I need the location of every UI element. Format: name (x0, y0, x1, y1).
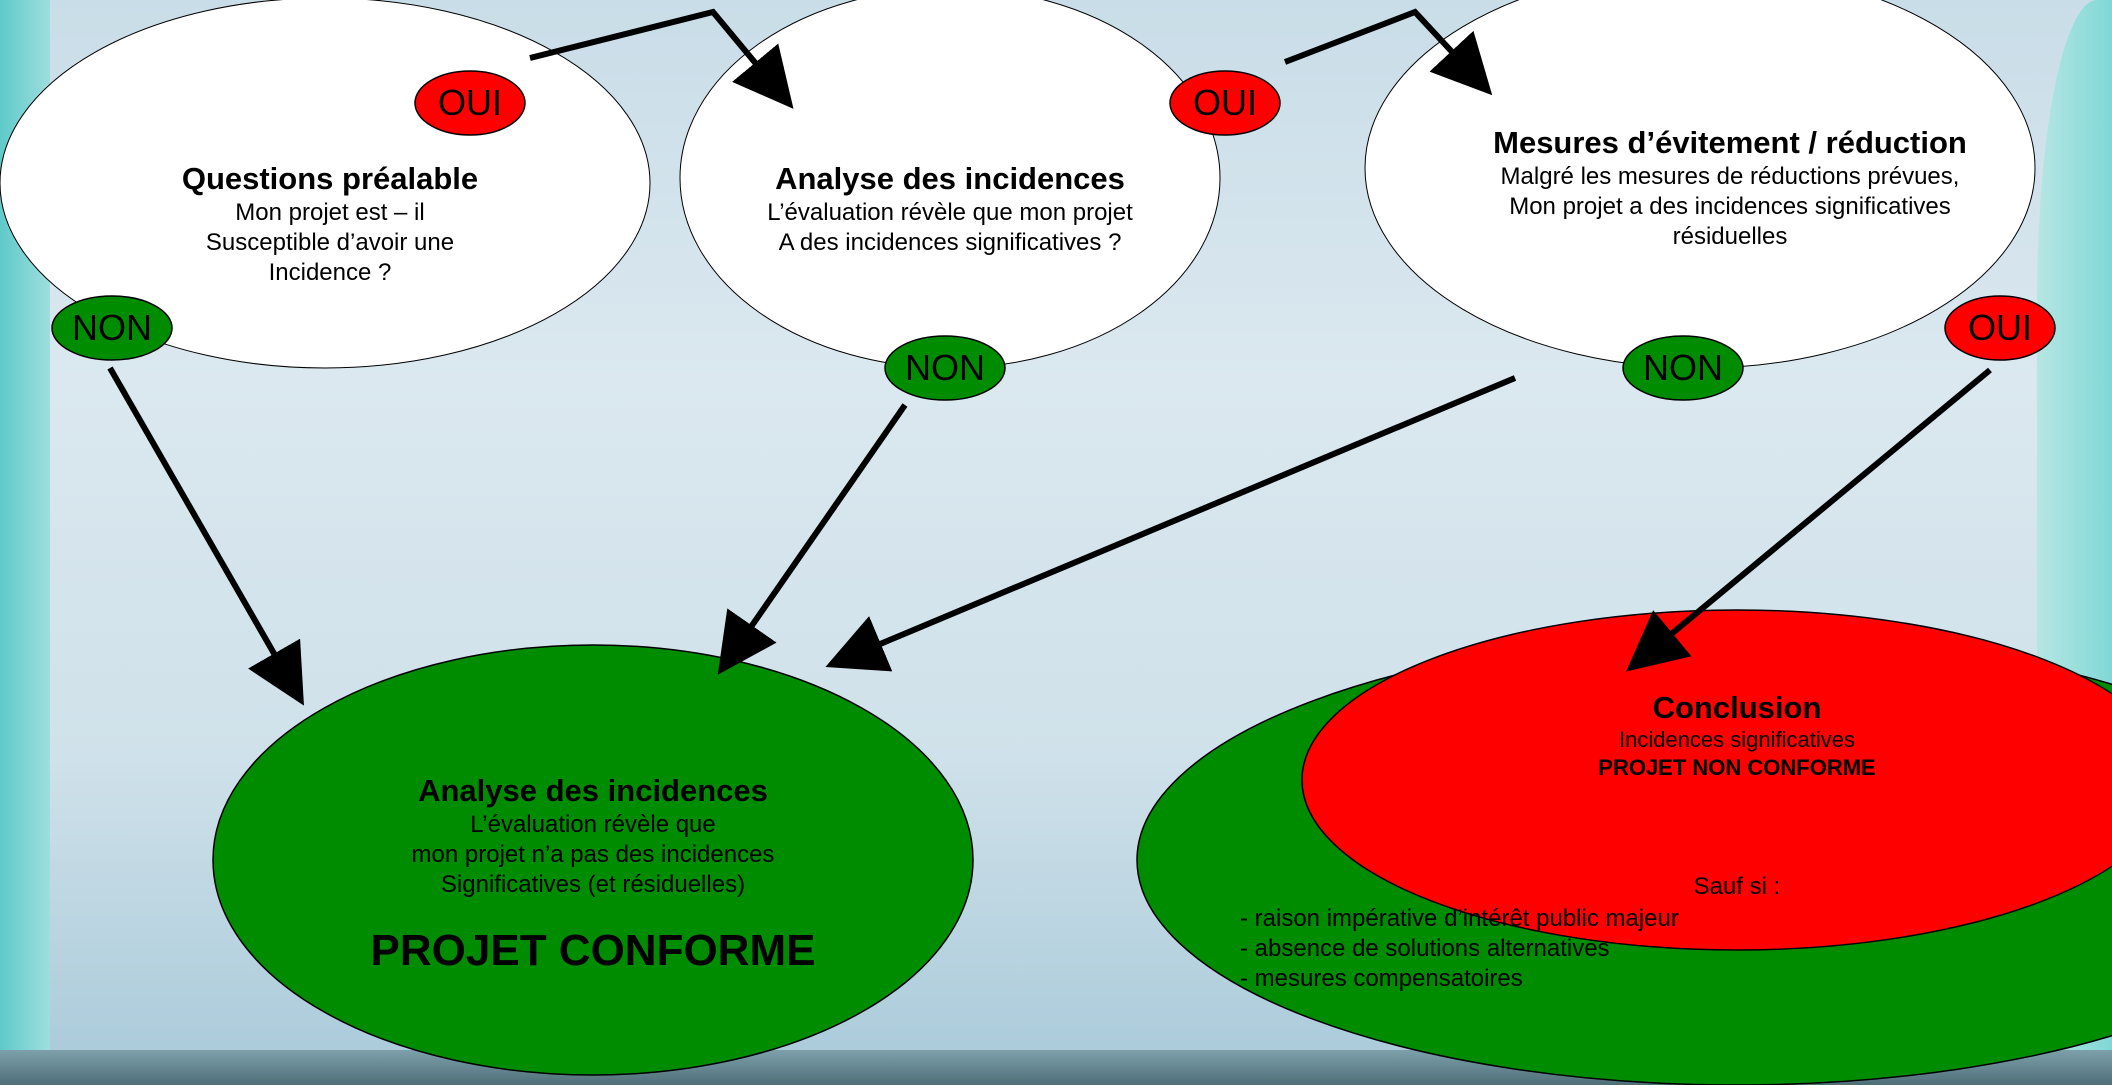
conclusion-title: Conclusion (1652, 690, 1822, 725)
exceptions-list: - raison impérative d’intérêt public maj… (1240, 904, 1840, 994)
node-questions-prealable-text: Questions préalable Mon projet est – il … (80, 160, 580, 288)
node2-line-1: L’évaluation révèle que mon projet (767, 199, 1133, 226)
arrow-non-2-to-conforme (717, 403, 908, 675)
node3-line-1: Malgré les mesures de réductions prévues… (1500, 163, 1960, 190)
arrow-oui-2-to-3 (1283, 8, 1493, 96)
node-analyse-incidences-text: Analyse des incidences L’évaluation révè… (700, 160, 1200, 258)
conclusion-line-1: Incidences significatives (1618, 727, 1855, 752)
result-ok-verdict: PROJET CONFORME (370, 926, 816, 975)
conclusion-verdict: PROJET NON CONFORME (1598, 755, 1876, 780)
arrow-non-1-to-conforme (107, 366, 304, 706)
exception-item-2: - absence de solutions alternatives (1240, 935, 1610, 962)
badge-non-2 (884, 335, 1006, 401)
arrow-non-3-to-conforme (825, 375, 1517, 672)
badge-non-1 (51, 295, 173, 361)
node3-title: Mesures d’évitement / réduction (1493, 125, 1967, 160)
badge-non-2-label: NON (905, 347, 985, 388)
result-ok-line-1: L’évaluation révèle que (470, 811, 716, 838)
badge-non-3-label: NON (1643, 347, 1723, 388)
badge-non-1-label: NON (72, 307, 152, 348)
exceptions-block: Sauf si : (1437, 872, 2037, 902)
node1-line-2: Susceptible d’avoir une (205, 229, 455, 256)
arrow-oui-3-to-non-conforme (1626, 367, 1992, 672)
result-ok-title: Analyse des incidences (418, 773, 768, 808)
node1-line-3: Incidence ? (268, 259, 392, 286)
node2-title: Analyse des incidences (775, 161, 1125, 196)
badge-oui-3 (1944, 295, 2056, 361)
result-ok-line-3: Significatives (et résiduelles) (440, 871, 746, 898)
node2-line-2: A des incidences significatives ? (778, 229, 1122, 256)
node1-title: Questions préalable (181, 161, 479, 196)
badge-oui-1-label: OUI (437, 82, 502, 123)
exception-item-1: - raison impérative d’intérêt public maj… (1240, 905, 1679, 932)
node-projet-conforme-text: Analyse des incidences L’évaluation révè… (293, 772, 893, 976)
badge-non-3 (1622, 335, 1744, 401)
arrow-oui-1-to-2 (529, 8, 794, 109)
badge-oui-2-label: OUI (1192, 82, 1257, 123)
badge-oui-1 (414, 70, 526, 136)
badge-oui-2 (1169, 70, 1281, 136)
conclusion-text: Conclusion Incidences significatives PRO… (1487, 690, 1987, 782)
exception-item-3: - mesures compensatoires (1240, 965, 1523, 992)
node3-line-3: résiduelles (1672, 223, 1788, 250)
exceptions-heading: Sauf si : (1693, 873, 1781, 900)
result-ok-line-2: mon projet n’a pas des incidences (411, 841, 775, 868)
conclusion-red-ellipse (1301, 609, 2112, 951)
badge-oui-3-label: OUI (1967, 307, 2032, 348)
node1-line-1: Mon projet est – il (235, 199, 425, 226)
node-mesures-evitement-text: Mesures d’évitement / réduction Malgré l… (1420, 124, 2040, 252)
node-projet-conforme (212, 644, 974, 1076)
node3-line-2: Mon projet a des incidences significativ… (1509, 193, 1951, 220)
